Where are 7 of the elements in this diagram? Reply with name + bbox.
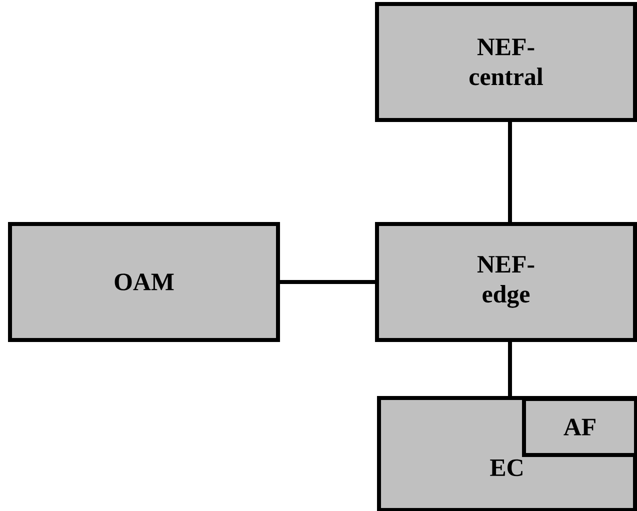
- function-box: NEF-edge: [375, 222, 637, 342]
- connector-line: [280, 280, 375, 284]
- connector-line: [508, 122, 512, 222]
- connector-line: [508, 342, 512, 396]
- function-box: OAM: [8, 222, 280, 342]
- function-box: NEF-central: [375, 2, 637, 122]
- function-box: AF: [522, 396, 637, 457]
